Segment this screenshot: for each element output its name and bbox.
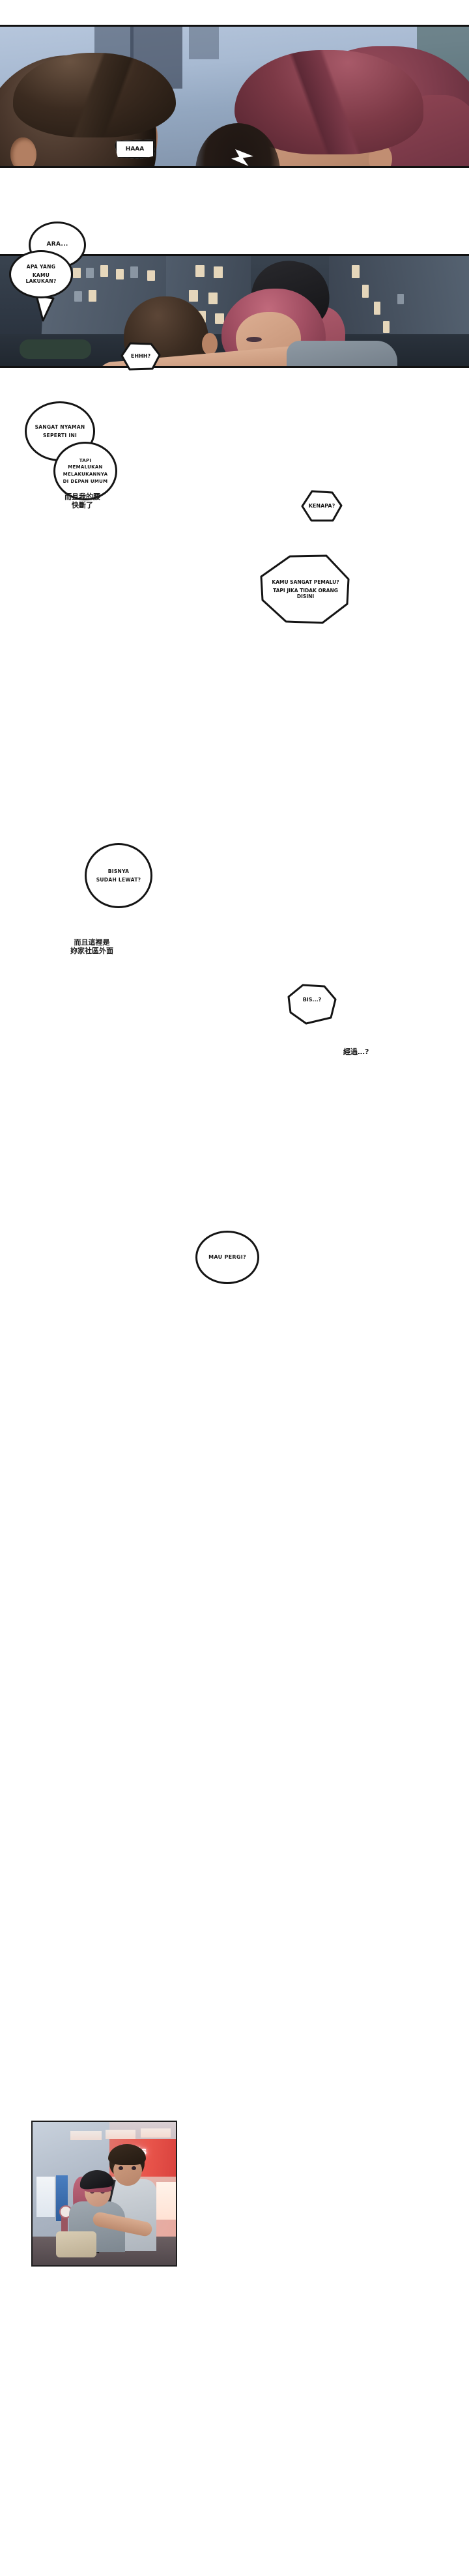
bubble-kenapa-text: KENAPA? (308, 502, 335, 509)
panel2-girl-eye (246, 337, 262, 342)
bubble-sangat-nyaman-line2: SEPERTI INI (42, 432, 78, 438)
panel2-girl-sleeve (287, 341, 397, 366)
bubble-haaa: HAAA (115, 139, 155, 159)
panel3-tote-bag (56, 2231, 96, 2257)
panel-2-night-hug (0, 254, 469, 368)
boy-ear (10, 137, 36, 166)
bubble-ara-text: ARA... (46, 241, 68, 248)
panel2-window (397, 294, 404, 304)
bubble-tapi-memalukan-line2: MEMALUKAN (68, 465, 103, 470)
panel2-window (89, 290, 96, 302)
panel2-window (352, 265, 360, 278)
boy-bangs (13, 53, 176, 137)
panel3-upper-window (141, 2128, 171, 2138)
panel2-window (116, 269, 124, 279)
panel2-bush (20, 339, 91, 359)
panel3-glass-panel (36, 2177, 55, 2217)
bubble-tapi-memalukan: TAPI MEMALUKAN MELAKUKANNYA DI DEPAN UMU… (53, 442, 117, 500)
bubble-apa-yang-line1: APA YANG (26, 264, 56, 270)
bubble-sangat-nyaman-line1: SANGAT NYAMAN (35, 424, 85, 431)
panel2-window (362, 285, 369, 298)
panel2-window (189, 290, 198, 302)
bubble-mau-pergi: MAU PERGI? (195, 1231, 259, 1284)
note-yaoshi-waist-line1: 而且我的腰 (64, 493, 100, 501)
bubble-tapi-memalukan-line1: TAPI (79, 457, 92, 463)
bubble-kenapa: KENAPA? (301, 490, 343, 522)
panel3-upper-window (70, 2131, 102, 2140)
panel2-window (100, 265, 108, 277)
bubble-bisnya-line1: BISNYA (107, 868, 130, 875)
panel-1-kiss-closeup: 啵 (0, 25, 469, 168)
panel2-boy-ear (202, 333, 218, 355)
bubble-apa-yang: APA YANG KAMU LAKUKAN? (9, 250, 73, 298)
panel3-boy-eye (132, 2166, 136, 2170)
bubble-kamu-sangat-pemalu: KAMU SANGAT PEMALU? TAPI JIKA TIDAK ORAN… (259, 554, 352, 625)
bubble-kamu-sangat-pemalu-line1: KAMU SANGAT PEMALU? (272, 579, 339, 585)
note-erqie-zheli-line2: 妳家社區外面 (70, 947, 113, 956)
panel3-shop-window (156, 2182, 176, 2220)
bubble-kamu-sangat-pemalu-line2: TAPI JIKA TIDAK ORANG DISINI (273, 587, 338, 600)
note-yaoshi-waist-line2: 快斷了 (72, 501, 93, 510)
panel2-window (86, 268, 94, 278)
bubble-haaa-text: HAAA (125, 146, 145, 152)
panel2-window (195, 265, 205, 277)
bubble-ehhh: EHHH? (121, 342, 161, 371)
panel3-boy-eye (119, 2166, 123, 2170)
panel2-window (73, 268, 81, 278)
bubble-bis-text: BIS...? (302, 996, 322, 1003)
bubble-bis: BIS...? (287, 984, 337, 1025)
bubble-ehhh-text: EHHH? (130, 352, 151, 359)
note-erqie-zheli: 而且這裡是 妳家社區外面 (70, 938, 113, 955)
bubble-apa-yang-line2: KAMU LAKUKAN? (25, 272, 57, 285)
note-jingguo: 經過…? (343, 1048, 369, 1056)
panel3-boy-bangs (108, 2144, 146, 2165)
panel2-window (147, 270, 155, 281)
bubble-mau-pergi-text: MAU PERGI? (208, 1254, 246, 1260)
bubble-tapi-memalukan-line3: MELAKUKANNYA (63, 472, 108, 477)
note-erqie-zheli-line1: 而且這裡是 (74, 938, 110, 947)
panel3-upper-window (106, 2130, 135, 2139)
panel2-window (215, 313, 224, 324)
bubble-bisnya-sudah-lewat: BISNYA SUDAH LEWAT? (85, 843, 152, 908)
panel2-window (130, 266, 138, 278)
bubble-tapi-memalukan-line4: DI DEPAN UMUM (63, 478, 108, 484)
panel2-window (383, 321, 390, 333)
bubble-bisnya-line2: SUDAH LEWAT? (96, 876, 141, 883)
bubble-apa-yang-tail (35, 294, 55, 322)
panel2-window (214, 266, 223, 278)
panel2-window (374, 302, 380, 315)
note-yaoshi-waist: 而且我的腰 快斷了 (64, 493, 100, 509)
panel2-window (208, 293, 218, 304)
panel1-building (189, 27, 219, 59)
panel-3-storefront: Tis (31, 2121, 177, 2267)
panel2-window (74, 291, 82, 302)
